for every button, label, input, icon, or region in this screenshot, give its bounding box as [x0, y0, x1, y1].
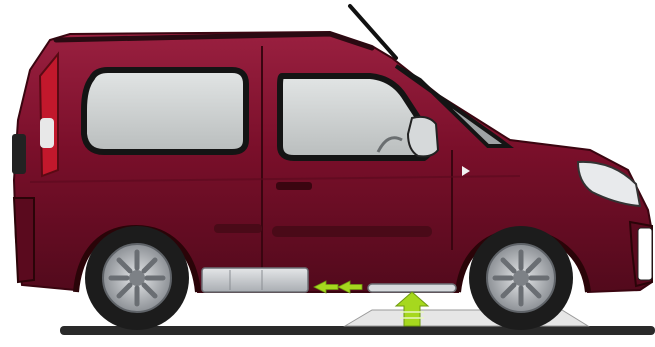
rear-light — [40, 54, 58, 176]
rear-wheel — [85, 226, 189, 330]
rear-bumper — [14, 198, 34, 282]
side-mirror — [408, 117, 438, 157]
rear-light-lens — [40, 118, 54, 148]
rear-step — [12, 134, 26, 174]
door-handle — [276, 182, 312, 190]
battery-pack — [202, 268, 308, 292]
side-strip-rear — [214, 224, 262, 233]
battery-rail — [368, 284, 456, 292]
front-grille-light — [638, 228, 652, 280]
side-strip-front — [272, 226, 432, 237]
front-wheel — [469, 226, 573, 330]
rear-window — [84, 70, 246, 152]
